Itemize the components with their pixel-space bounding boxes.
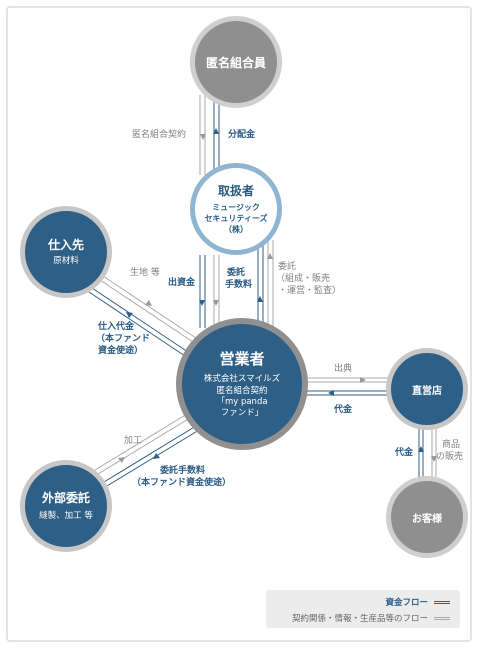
label-consign-gray-3: ・運営・監査） — [278, 286, 342, 296]
legend-funds-row: 資金フロー — [385, 596, 450, 608]
outsource-node: 外部委託 縫製、加工 等 — [20, 460, 112, 552]
legend-contract-swatch — [434, 616, 450, 620]
label-anon-contract: 匿名組合契約 — [132, 130, 187, 140]
customer-node: お客様 — [386, 476, 468, 558]
legend-funds-swatch — [434, 600, 450, 604]
label-purchase-3: 資金使途） — [98, 346, 144, 356]
outsource-sub: 縫製、加工 等 — [39, 511, 93, 522]
label-purchase-2: （本ファンド — [96, 334, 151, 344]
label-outsource-fee-1: 委託手数料 — [160, 466, 206, 476]
label-goods-2: の販売 — [436, 452, 464, 462]
handler-sub2: セキュリティーズ（株） — [204, 214, 268, 234]
investors-node: 匿名組合員 — [190, 16, 282, 108]
handler-title: 取扱者 — [217, 184, 254, 199]
operator-node: 営業者 株式会社スマイルズ 匿名組合契約 「my panda ファンド」 — [176, 318, 308, 450]
label-payment-store: 代金 — [334, 405, 353, 415]
diagram-frame — [6, 6, 472, 642]
legend: 資金フロー 契約関係・情報・生産品等のフロー — [266, 590, 460, 628]
investors-title: 匿名組合員 — [205, 55, 266, 70]
operator-sub2: 匿名組合契約 — [216, 385, 268, 396]
label-fee-2: 手数料 — [225, 280, 253, 290]
label-consign-gray-2: （組成・販売 — [276, 274, 331, 284]
customer-title: お客様 — [412, 513, 442, 525]
legend-funds-label: 資金フロー — [385, 598, 428, 608]
supplier-operator-lines — [88, 275, 200, 357]
legend-contract-label: 契約関係・情報・生産品等のフロー — [291, 614, 428, 624]
handler-node: 取扱者 ミュージック セキュリティーズ（株） — [190, 163, 282, 255]
investors-handler-lines — [199, 95, 220, 175]
label-fabric: 生地 等 — [130, 268, 160, 278]
label-payment-customer: 代金 — [395, 448, 414, 458]
label-goods-1: 商品 — [442, 440, 461, 450]
label-consign-gray-1: 委託 — [278, 262, 297, 272]
store-title: 直営店 — [412, 385, 442, 397]
label-purchase-1: 仕入代金 — [98, 322, 135, 332]
outsource-title: 外部委託 — [41, 491, 90, 506]
operator-store-lines — [306, 377, 388, 396]
label-fee-1: 委託 — [227, 268, 246, 278]
label-supply-out: 出典 — [334, 364, 353, 374]
label-investment: 出資金 — [168, 278, 196, 288]
supplier-sub: 原材料 — [53, 256, 79, 267]
operator-title: 営業者 — [219, 350, 265, 369]
label-processing: 加工 — [124, 436, 143, 446]
supplier-title: 仕入先 — [47, 238, 84, 253]
label-distribution: 分配金 — [228, 130, 256, 140]
supplier-node: 仕入先 原材料 — [20, 206, 112, 298]
store-customer-lines — [418, 428, 437, 478]
store-node: 直営店 — [386, 348, 468, 430]
handler-sub1: ミュージック — [212, 203, 260, 213]
operator-sub1: 株式会社スマイルズ — [203, 374, 281, 385]
handler-operator-lines — [199, 240, 274, 330]
operator-sub3: 「my panda — [216, 397, 268, 407]
legend-contract-row: 契約関係・情報・生産品等のフロー — [292, 612, 450, 624]
operator-outsource-lines — [94, 413, 200, 487]
operator-sub4: ファンド」 — [220, 408, 264, 419]
label-outsource-fee-2: （本ファンド資金使途） — [132, 478, 232, 488]
